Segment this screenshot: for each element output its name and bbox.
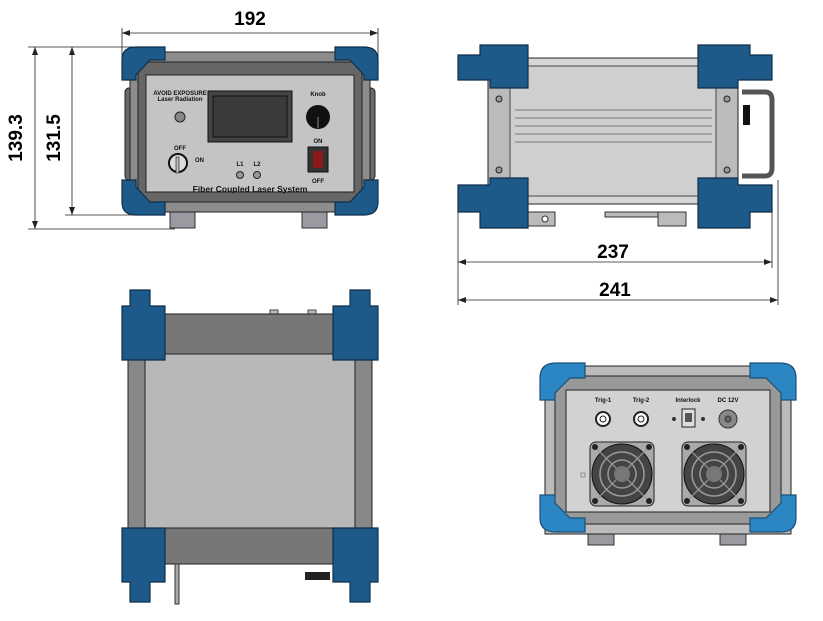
carry-handle <box>742 89 775 179</box>
corner-cap <box>121 179 166 216</box>
led-icon <box>236 171 244 179</box>
corner-cap <box>457 44 529 89</box>
power-on-label: ON <box>314 139 323 145</box>
foot <box>169 211 196 229</box>
corner-cap <box>332 527 379 603</box>
corner-cap <box>539 362 586 401</box>
side-view: 237 241 <box>457 44 779 305</box>
dimension-width-192: 192 <box>121 9 379 60</box>
corner-cap <box>332 289 379 361</box>
led1-label: L1 <box>236 162 244 168</box>
dimension-label: 139.3 <box>6 114 27 162</box>
corner-cap <box>334 46 379 81</box>
corner-cap <box>334 179 379 216</box>
key-off-label: OFF <box>174 146 186 152</box>
fiber-connector-icon <box>174 111 186 123</box>
warning-text: AVOID EXPOSURE <box>153 91 207 97</box>
dimension-label: 241 <box>599 280 631 301</box>
corner-cap <box>121 527 166 603</box>
corner-cap <box>121 289 166 361</box>
front-view: 192 139.3 131.5 AVOID EXPOSURE <box>6 9 379 230</box>
power-off-label: OFF <box>312 179 324 185</box>
trig2-label: Trig-2 <box>633 398 650 404</box>
fan-icon <box>681 441 747 507</box>
knob-label: Knob <box>310 92 326 98</box>
corner-cap <box>457 177 529 229</box>
foot <box>301 211 328 229</box>
top-panel <box>144 353 356 529</box>
corner-cap <box>539 494 586 533</box>
corner-cap <box>697 44 773 89</box>
dimension-length-241: 241 <box>458 180 779 305</box>
corner-cap <box>749 494 797 533</box>
dimension-height-139-3: 139.3 <box>6 46 175 230</box>
dimension-label: 131.5 <box>44 114 65 162</box>
rear-view: Trig-1 Trig-2 Interlock DC 12V <box>539 362 797 546</box>
dc-label: DC 12V <box>717 398 738 404</box>
warning-text: Laser Radiation <box>157 97 202 103</box>
trig1-label: Trig-1 <box>595 398 612 404</box>
corner-cap <box>697 177 773 229</box>
top-view <box>121 289 379 605</box>
dimension-height-131-5: 131.5 <box>44 47 135 216</box>
fan-icon <box>589 441 655 507</box>
foot <box>526 211 556 227</box>
corner-cap <box>749 362 797 401</box>
led-icon <box>253 171 261 179</box>
key-on-label: ON <box>195 158 204 164</box>
foot <box>657 211 687 227</box>
dimension-length-237: 237 <box>457 212 773 305</box>
corner-cap <box>121 46 166 81</box>
dimension-label: 237 <box>597 242 629 263</box>
product-title: Fiber Coupled Laser System <box>193 184 308 194</box>
interlock-label: Interlock <box>675 398 701 404</box>
led2-label: L2 <box>253 162 261 168</box>
dimension-label: 192 <box>234 9 266 30</box>
